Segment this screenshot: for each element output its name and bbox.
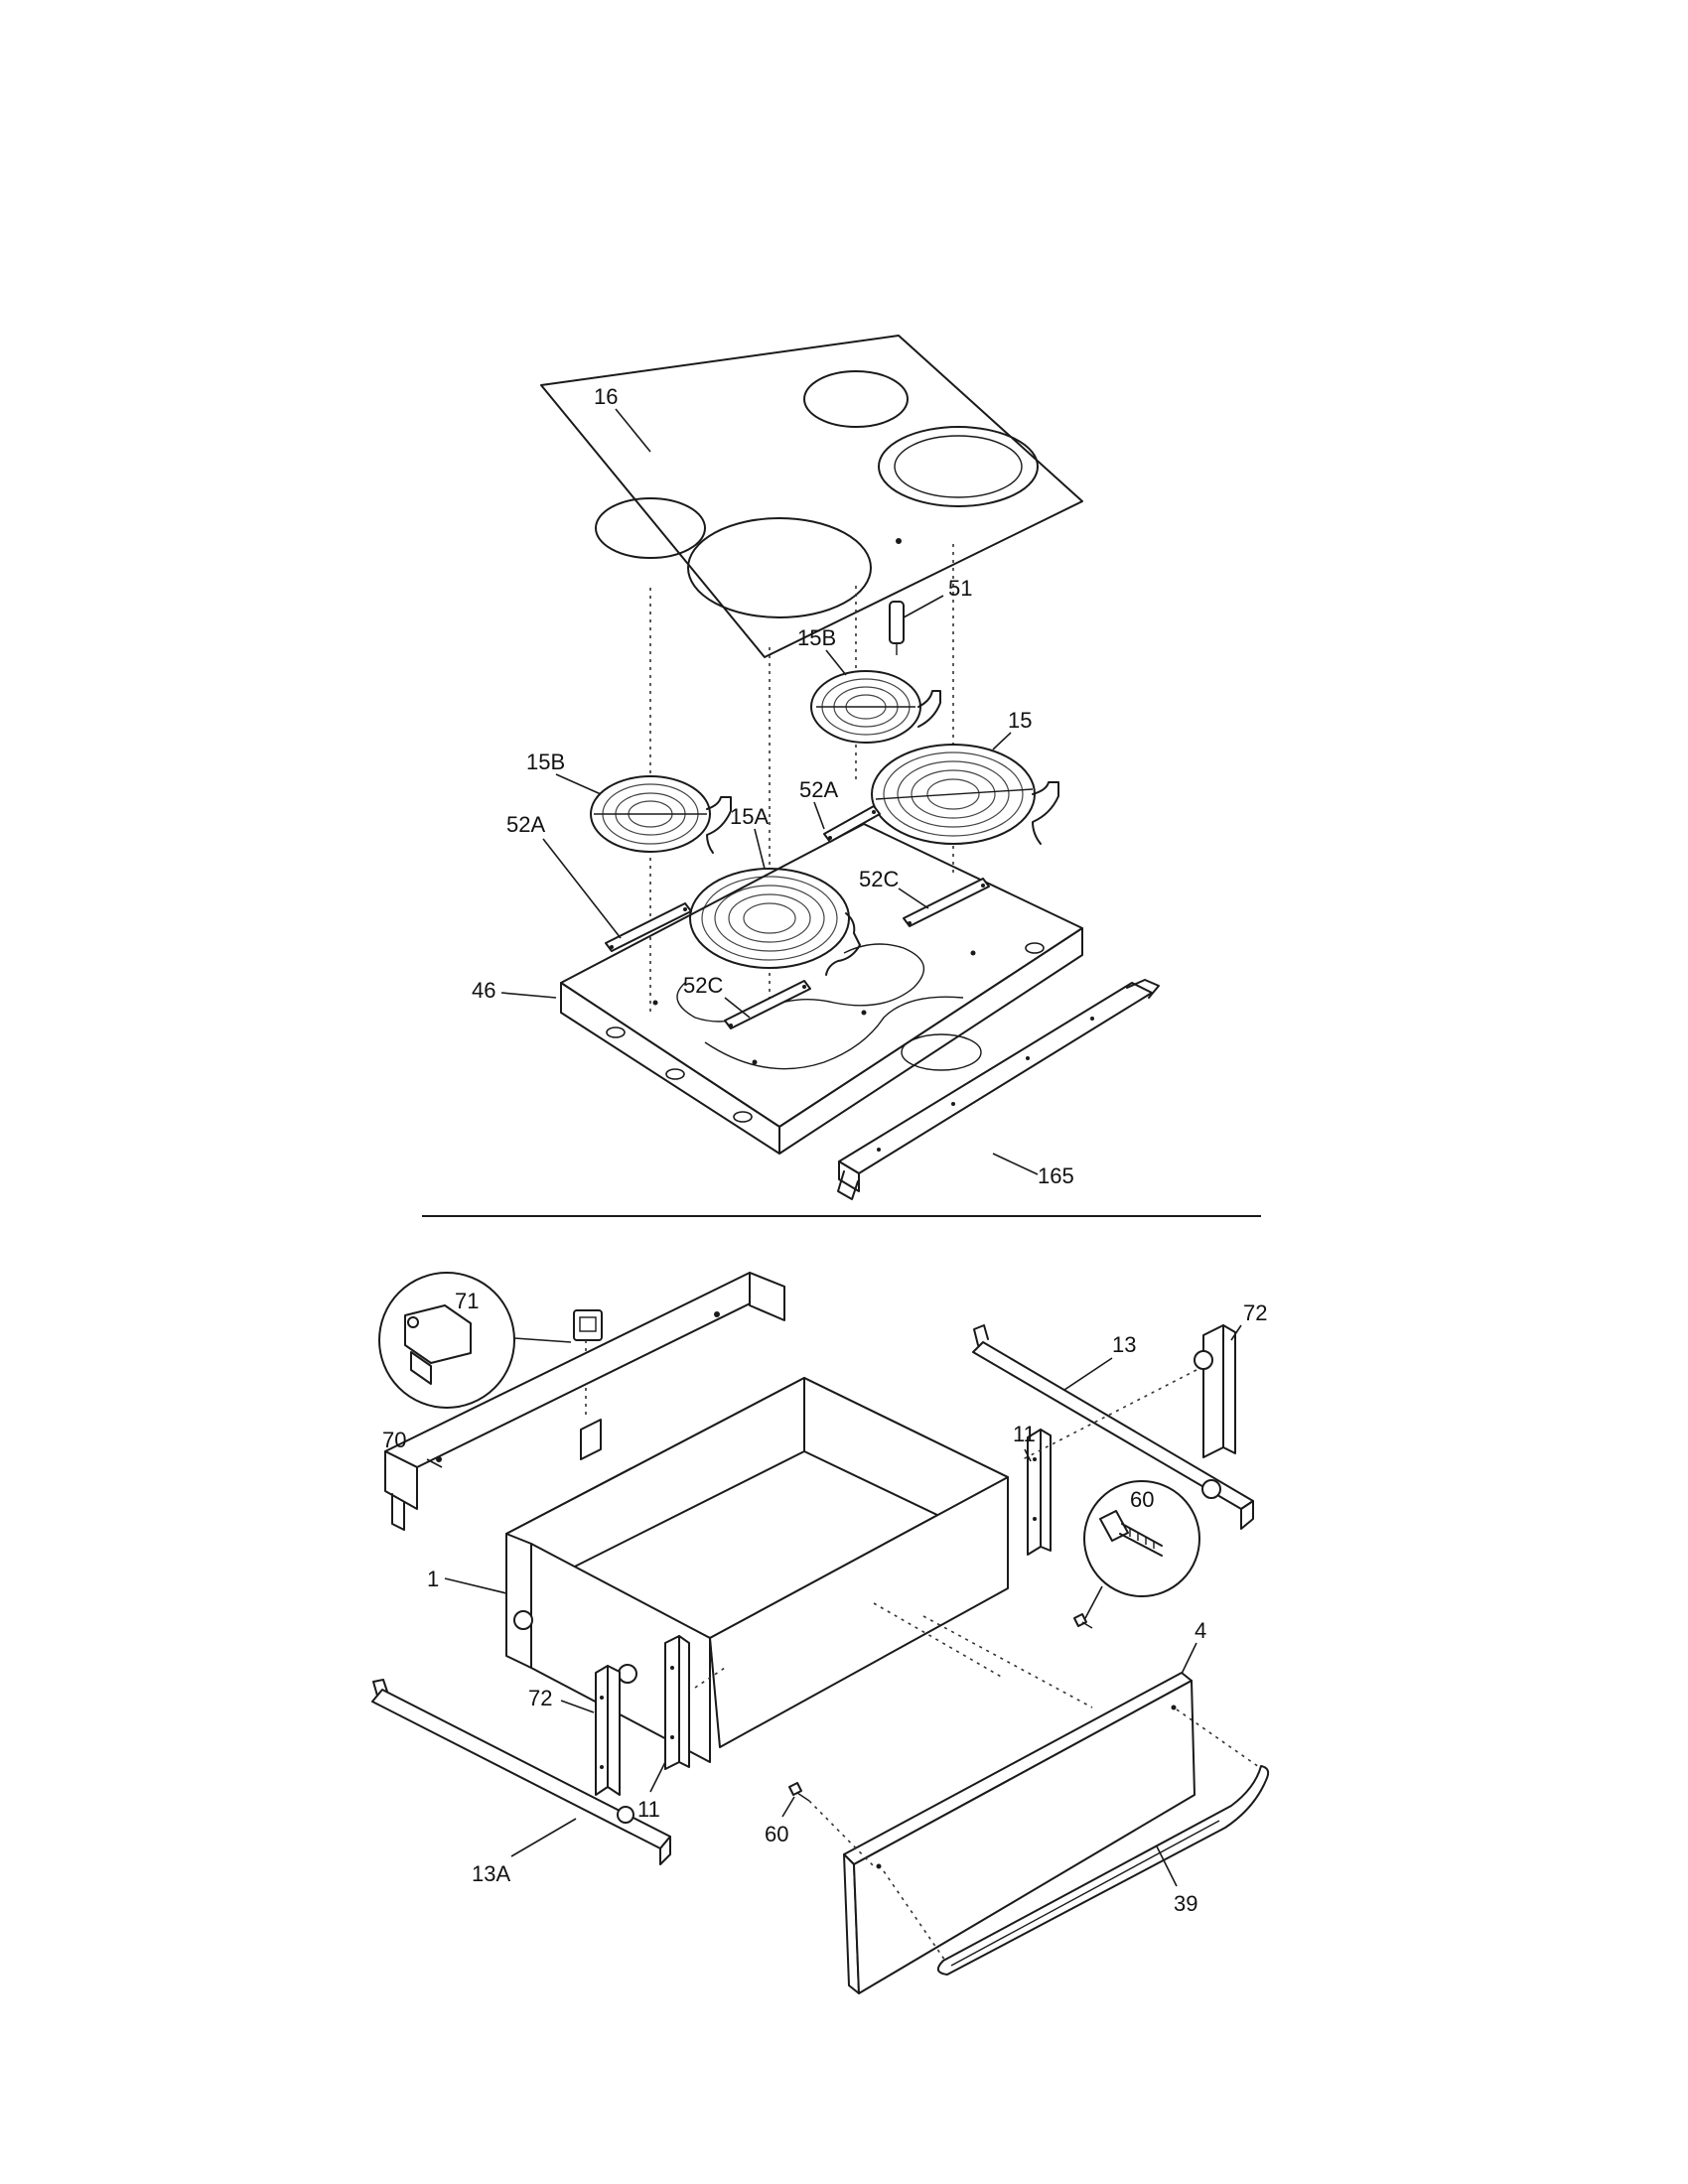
rail-13a-left: [371, 1679, 671, 1865]
drawer-front-panel-4: [843, 1672, 1196, 1994]
callout-72-right: 72: [1243, 1300, 1267, 1325]
callout-46: 46: [472, 978, 495, 1003]
bracket-11-right: [1027, 1429, 1052, 1556]
callout-71: 71: [455, 1289, 479, 1313]
bracket-52c-left: [724, 980, 811, 1029]
rail-13-right: [972, 1324, 1254, 1530]
drawer-body-1: [505, 1377, 1093, 1763]
element-15b-left: [590, 775, 732, 854]
callout-39: 39: [1174, 1891, 1197, 1916]
rear-bracket-165: [837, 979, 1160, 1200]
drawer-handle-39: [883, 1708, 1270, 1976]
callout-60-detail: 60: [1130, 1487, 1154, 1512]
limiter-part: [889, 601, 905, 655]
leader-lines: [426, 408, 1242, 1887]
callout-52c-right: 52C: [859, 867, 899, 891]
slide-72-right: [1022, 1324, 1236, 1460]
element-15a-large: [689, 868, 861, 976]
callout-13a: 13A: [472, 1861, 510, 1886]
callout-11-left: 11: [637, 1797, 660, 1822]
callout-52a-left: 52A: [506, 812, 545, 837]
callout-60: 60: [765, 1822, 788, 1846]
detail-circle-71: [378, 1272, 572, 1409]
bracket-52a-left: [605, 902, 692, 952]
rail-70-left: [384, 1272, 785, 1531]
callout-15b-right: 15B: [797, 625, 836, 650]
callout-4: 4: [1195, 1618, 1206, 1643]
callout-15: 15: [1008, 708, 1032, 733]
callout-13: 13: [1112, 1332, 1136, 1357]
callout-52c-left: 52C: [683, 973, 723, 998]
callout-11-right: 11: [1013, 1422, 1036, 1446]
callout-51: 51: [948, 576, 972, 601]
screw-60-detail-target: [1073, 1613, 1093, 1629]
callout-52a-right: 52A: [799, 777, 838, 802]
bracket-52c-right: [903, 878, 990, 927]
screw-60-bottom: [788, 1782, 875, 1867]
callout-labels: 16 51 15B 15 15B 52A 52A 15A 52C 52C 46 …: [382, 384, 1267, 1916]
detail-circle-60: [1083, 1480, 1200, 1621]
callout-70: 70: [382, 1428, 406, 1452]
callout-1: 1: [427, 1567, 439, 1591]
callout-165: 165: [1038, 1163, 1074, 1188]
glass-cooktop-part: [540, 335, 1083, 658]
callout-16: 16: [594, 384, 618, 409]
slide-72-left: [595, 1665, 621, 1796]
bracket-11-left: [664, 1635, 726, 1770]
callout-72-left: 72: [528, 1686, 552, 1710]
element-15-large: [871, 744, 1059, 845]
bracket-52a-right: [823, 805, 881, 843]
callout-15b-left: 15B: [526, 750, 565, 774]
element-15b-right: [810, 670, 941, 744]
callout-15a: 15A: [730, 804, 769, 829]
main-top-chassis: [560, 823, 1083, 1155]
